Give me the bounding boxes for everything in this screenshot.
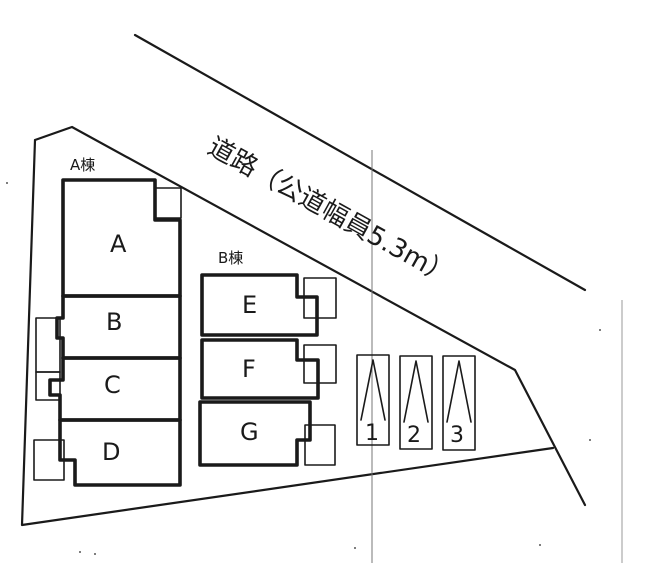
stall-1-label: 1: [365, 421, 379, 446]
unit-f-label: F: [242, 355, 256, 383]
unit-c-label: C: [104, 371, 121, 399]
site-boundary: [20, 125, 587, 527]
unit-f-balcony: [303, 344, 337, 384]
stall-2-outline: [399, 355, 433, 450]
unit-e-outline: [200, 273, 319, 337]
parking-stall: [442, 355, 476, 451]
stall-3-label: 3: [450, 423, 464, 448]
unit-d-balcony: [33, 439, 65, 481]
unit-e-label: E: [242, 291, 257, 319]
road-edge-line: [133, 33, 587, 292]
unit-e-balcony: [303, 277, 337, 319]
unit-a-balcony: [154, 187, 182, 219]
parking-stall: [399, 355, 433, 450]
stall-1-marking: [360, 359, 386, 421]
unit-d-outline: [58, 418, 182, 487]
building-b: [198, 273, 337, 467]
stall-2-label: 2: [407, 423, 421, 448]
unit-g-outline: [198, 400, 312, 467]
stall-2-marking: [403, 360, 429, 423]
building-a: [33, 178, 182, 487]
unit-d-label: D: [102, 438, 120, 466]
stall-3-marking: [446, 360, 472, 423]
unit-g-label: G: [240, 418, 259, 446]
unit-b-outline: [55, 294, 182, 360]
unit-c-balcony: [35, 371, 61, 401]
unit-b-label: B: [106, 308, 122, 336]
stall-1-outline: [356, 354, 390, 446]
building-b-title: B棟: [218, 249, 243, 267]
unit-g-balcony: [304, 424, 336, 466]
parking-area: [356, 354, 476, 451]
unit-f-outline: [200, 338, 320, 400]
building-a-title: A棟: [70, 156, 95, 174]
unit-a-label: A: [110, 230, 127, 258]
scan-specks: [6, 182, 601, 555]
stall-3-outline: [442, 355, 476, 451]
parking-stall: [356, 354, 390, 446]
